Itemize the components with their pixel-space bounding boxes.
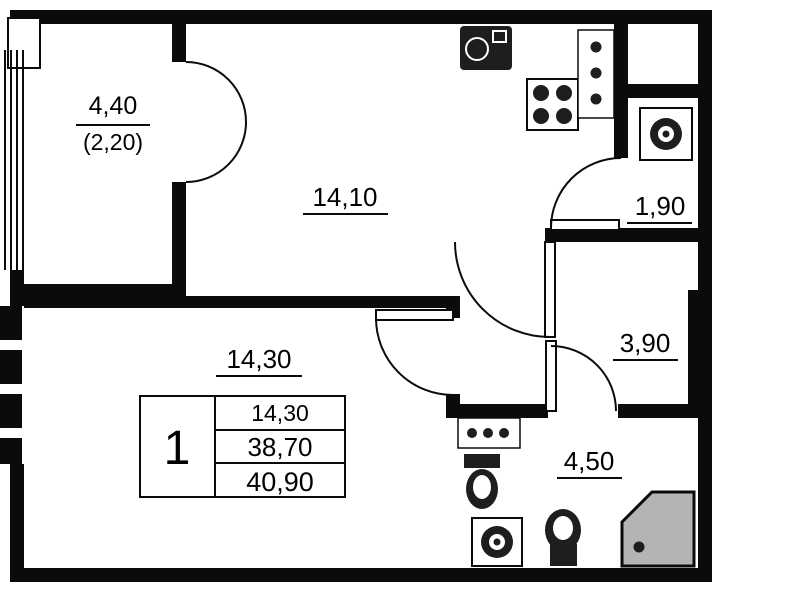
kitchen-sink-icon (460, 26, 512, 70)
doors (185, 61, 622, 412)
storage-door-swing-icon (550, 157, 622, 229)
washing-machine-icon (639, 107, 693, 161)
window-bar-4 (0, 438, 22, 464)
walls (0, 10, 712, 582)
hall-door-leaf (544, 241, 556, 338)
toilet-bowl-inner (473, 475, 491, 499)
stove-body (526, 78, 579, 131)
total-area-value: 40,90 (246, 467, 314, 497)
stove-burner (556, 85, 572, 101)
vent-hole (590, 93, 602, 105)
rooms-count-value: 1 (164, 422, 191, 475)
summary-table-border (139, 395, 346, 498)
stove-burner (533, 85, 549, 101)
bathroom-area-label: 4,50 (564, 446, 615, 476)
sink-bowl (465, 37, 489, 61)
living-area-value: 14,30 (251, 400, 309, 426)
bathroom-door-leaf (545, 340, 557, 412)
balcony-glazing (4, 17, 41, 270)
counter-hole (483, 428, 493, 438)
bathroom-wall-left (446, 404, 548, 418)
shower-cabin-icon (620, 490, 696, 568)
bathroom-fixtures (457, 417, 696, 568)
stove-icon (526, 78, 579, 131)
vent-hole (590, 67, 602, 79)
hall-door-swing-icon (454, 241, 551, 338)
balcony-reduced-area-label: (2,20) (83, 129, 143, 155)
window-bar-2 (0, 350, 22, 384)
kitchen-area-label: 14,10 (312, 182, 377, 212)
window-bar-1 (0, 306, 22, 340)
counter-hole (467, 428, 477, 438)
toilet-tank (464, 454, 500, 468)
room-door-swing-icon (375, 317, 454, 396)
vent-hole (590, 41, 602, 53)
balcony-door-swing-icon (185, 61, 247, 183)
toilet-icon (464, 454, 500, 509)
vent-shaft-icon (577, 29, 615, 119)
kitchen-fixtures (460, 26, 615, 131)
shower-drain (633, 541, 645, 553)
basin-bowl-inner (553, 516, 573, 540)
summary-table: 1 14,30 38,70 40,90 (139, 395, 346, 498)
washer-drum-center (493, 538, 501, 546)
shower-tray (620, 490, 696, 568)
sink-base (460, 26, 512, 70)
room-area-label: 14,30 (226, 344, 291, 374)
storage-top-wall (614, 84, 712, 98)
window-bar-3 (0, 394, 22, 428)
washer-drum-center (662, 130, 670, 138)
right-wall-jut (688, 290, 712, 412)
wall-left-mid-stub (10, 270, 24, 306)
wall-left-lower (10, 464, 24, 568)
bathroom-door-swing-icon (550, 345, 617, 412)
counter-icon (457, 417, 521, 449)
storage-area-label: 1,90 (635, 191, 686, 221)
apartment-area-value: 38,70 (247, 432, 312, 462)
stove-burner (533, 108, 549, 124)
wall-top (10, 10, 712, 24)
counter-hole (499, 428, 509, 438)
storage-door-leaf (550, 219, 620, 231)
hallway-area-label: 3,90 (620, 328, 671, 358)
balcony-bottom-wall (24, 284, 172, 296)
washing-machine-icon (471, 517, 523, 567)
storage-fixtures (639, 107, 693, 161)
balcony-area-label: 4,40 (89, 92, 138, 120)
room-divider-wall (24, 296, 460, 308)
balcony-partition-lower (172, 182, 186, 296)
hallway-top-wall (545, 228, 712, 242)
room-door-leaf (375, 309, 454, 321)
room-labels: 4,40 (2,20) 14,10 1,90 3,90 4,50 14,30 (76, 92, 692, 479)
washbasin-icon (545, 509, 581, 566)
balcony-partition-upper (172, 24, 186, 62)
sink-faucet (492, 30, 507, 43)
wall-bottom (10, 568, 712, 582)
stove-burner (556, 108, 572, 124)
